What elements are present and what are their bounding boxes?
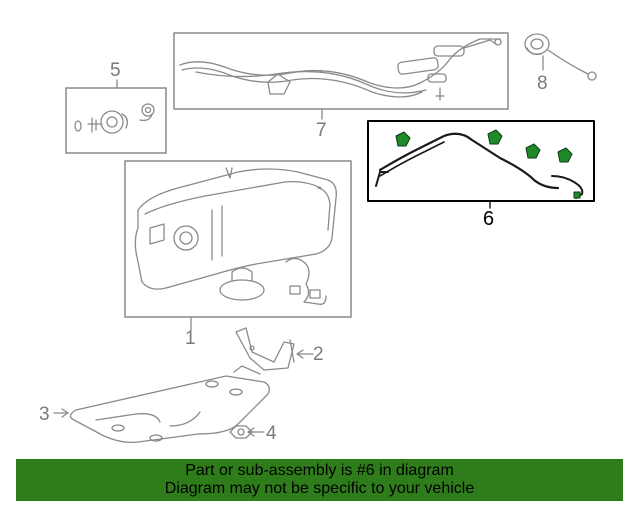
leader-3	[53, 408, 69, 418]
banner-line-2: Diagram may not be specific to your vehi…	[164, 480, 475, 497]
part-7-vapor-line-assembly[interactable]	[173, 32, 509, 110]
part-5-fuel-pump-module[interactable]	[65, 87, 167, 154]
part-8-filler-cap[interactable]	[524, 33, 597, 81]
callout-4: 4	[266, 423, 277, 444]
callout-1: 1	[185, 328, 196, 349]
leader-4	[247, 427, 265, 437]
part-6-fuel-line-assembly-highlighted[interactable]	[367, 120, 595, 202]
banner-line-1: Part or sub-assembly is #6 in diagram	[185, 462, 454, 479]
part-2-bracket[interactable]	[235, 327, 295, 371]
part-1-fuel-tank[interactable]	[124, 160, 352, 318]
callout-3: 3	[39, 404, 50, 425]
callout-2: 2	[313, 344, 324, 365]
highlight-banner: Part or sub-assembly is #6 in diagram Di…	[16, 459, 623, 501]
callout-6: 6	[483, 208, 495, 230]
leader-2	[296, 349, 314, 359]
callout-8: 8	[537, 73, 548, 94]
part-3-skid-plate[interactable]	[69, 365, 270, 444]
callout-5: 5	[110, 60, 121, 81]
callout-7: 7	[316, 120, 327, 141]
